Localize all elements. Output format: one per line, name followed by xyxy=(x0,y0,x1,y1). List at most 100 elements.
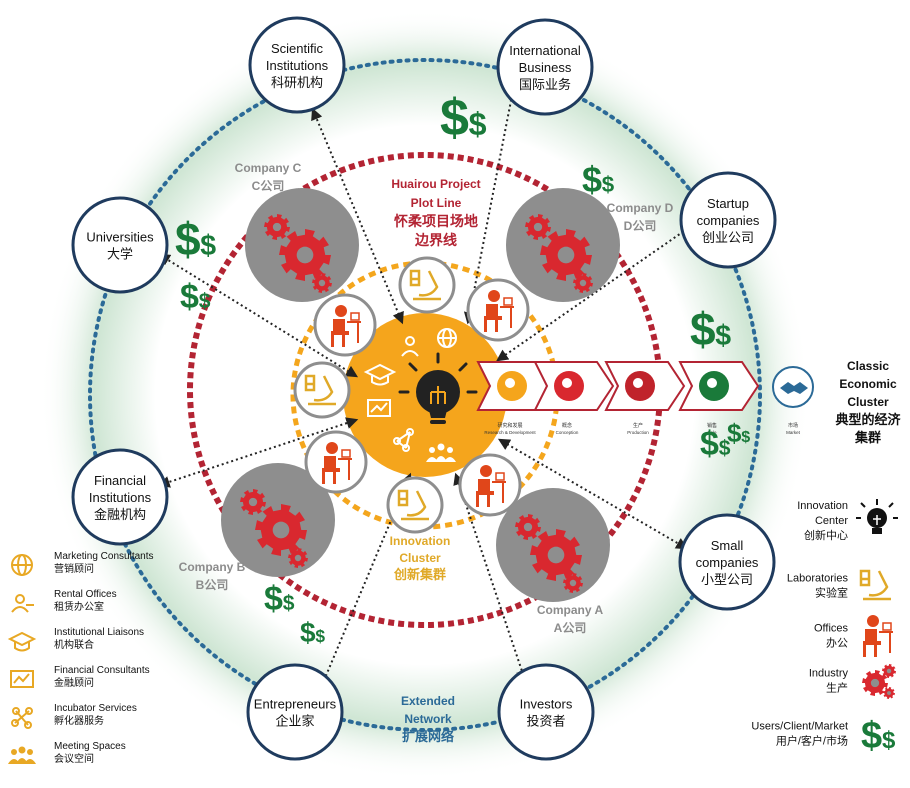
company-a-label-line-1: A公司 xyxy=(554,621,587,635)
legend-label-line: 实验室 xyxy=(815,586,848,600)
company-d-label-line-0: Company D xyxy=(607,201,674,215)
dollar-icon: $$ xyxy=(700,425,731,463)
partner-label-universities: Universities 大学 xyxy=(86,230,154,262)
people-icon xyxy=(8,746,36,764)
dollar-icon: $$ xyxy=(264,580,295,618)
partner-label-universities-line-1: 大学 xyxy=(107,247,133,262)
connection-arrow-1 xyxy=(463,77,520,325)
svg-text:$: $ xyxy=(719,437,731,460)
lab-circle-1 xyxy=(293,361,351,419)
extended-network-label-line-0: Extended xyxy=(401,694,455,708)
partner-label-financial-line-0: Financial xyxy=(94,473,146,488)
classic-cluster-label-line-1: Economic xyxy=(839,377,897,391)
gear-icon xyxy=(530,529,582,581)
svg-text:$: $ xyxy=(264,580,283,618)
service-label-cn: 会议空间 xyxy=(54,752,94,765)
partner-label-scientific-line-1: Institutions xyxy=(266,58,329,73)
plot-line-label-line-1: Plot Line xyxy=(411,196,462,210)
office-desk-icon xyxy=(476,465,506,507)
partner-label-universities-line-0: Universities xyxy=(86,230,154,245)
lab-circle-0 xyxy=(398,256,456,314)
legend-label-line: Offices xyxy=(814,623,849,635)
partner-label-startup-line-1: companies xyxy=(697,213,760,228)
dollar-icon: $$ xyxy=(727,418,750,448)
service-label-en: Rental Offices xyxy=(54,589,117,600)
connection-arrow-2 xyxy=(496,218,702,362)
svg-text:$: $ xyxy=(882,727,896,754)
svg-text:$: $ xyxy=(602,172,615,197)
legend-label-line: Industry xyxy=(809,668,849,680)
partner-label-entrepreneurs-line-1: 企业家 xyxy=(275,714,314,729)
pipeline-stage-en: Conception xyxy=(556,430,579,435)
partner-entrepreneurs: Entrepreneurs 企业家 xyxy=(246,663,344,761)
partner-label-financial-line-1: Institutions xyxy=(89,490,152,505)
partner-label-investors-line-0: Investors xyxy=(520,697,573,712)
dollar-icon: $$ xyxy=(180,278,211,316)
dollar-icon: $$ xyxy=(440,89,487,147)
dollar-icon: $$ xyxy=(690,303,731,355)
company-a-circle xyxy=(496,488,610,602)
partner-label-entrepreneurs-line-0: Entrepreneurs xyxy=(254,697,337,712)
plot-line-label-line-3: 边界线 xyxy=(414,232,457,248)
office-circle-0 xyxy=(313,293,377,357)
svg-text:$: $ xyxy=(200,230,216,262)
connection-arrow-5 xyxy=(497,438,689,550)
core-service-icons xyxy=(363,328,457,462)
pipeline-stage-cn: 销售 xyxy=(707,422,717,429)
gear-icon xyxy=(279,229,331,281)
office-desk-icon xyxy=(484,290,514,332)
classic-cluster-label-line-2: Cluster xyxy=(847,395,889,409)
service-label-cn: 机构联合 xyxy=(54,638,94,651)
svg-text:$: $ xyxy=(690,303,716,355)
office-circle-3 xyxy=(458,453,522,517)
satellite-circles xyxy=(293,256,530,534)
partner-label-small-line-0: Small xyxy=(711,538,744,553)
lightbulb-icon xyxy=(398,352,478,424)
legend: InnovationCenter创新中心Laboratories实验室Offic… xyxy=(751,499,898,757)
chart-board-icon xyxy=(10,670,34,688)
company-circles xyxy=(221,188,620,602)
svg-text:$: $ xyxy=(199,290,211,313)
legend-label-line: Innovation xyxy=(797,500,848,512)
legend-label-line: Center xyxy=(815,515,848,527)
office-circle-1 xyxy=(466,278,530,342)
partner-label-entrepreneurs: Entrepreneurs 企业家 xyxy=(254,697,337,729)
network-icon xyxy=(393,428,414,452)
dollar-icon: $$ xyxy=(175,213,216,265)
dollar-icon: $$ xyxy=(861,715,896,757)
office-desk-icon xyxy=(863,615,893,657)
gear-icon xyxy=(240,489,266,515)
service-label-cn: 金融顾问 xyxy=(54,676,94,689)
service-label-en: Incubator Services xyxy=(54,703,137,714)
extended-network-label-line-1: Network xyxy=(404,712,452,726)
dollar-icon: $$ xyxy=(582,159,615,200)
office-desk-icon xyxy=(863,615,893,657)
svg-text:$: $ xyxy=(300,617,316,648)
gear-icon xyxy=(288,548,308,568)
partner-label-startup-line-2: 创业公司 xyxy=(702,230,754,245)
microscope-icon xyxy=(409,269,441,301)
gear-icon xyxy=(540,229,592,281)
microscope-icon xyxy=(859,569,891,601)
gear-icon xyxy=(525,214,551,240)
lightbulb-icon xyxy=(856,499,898,534)
gear-icon xyxy=(255,504,307,556)
